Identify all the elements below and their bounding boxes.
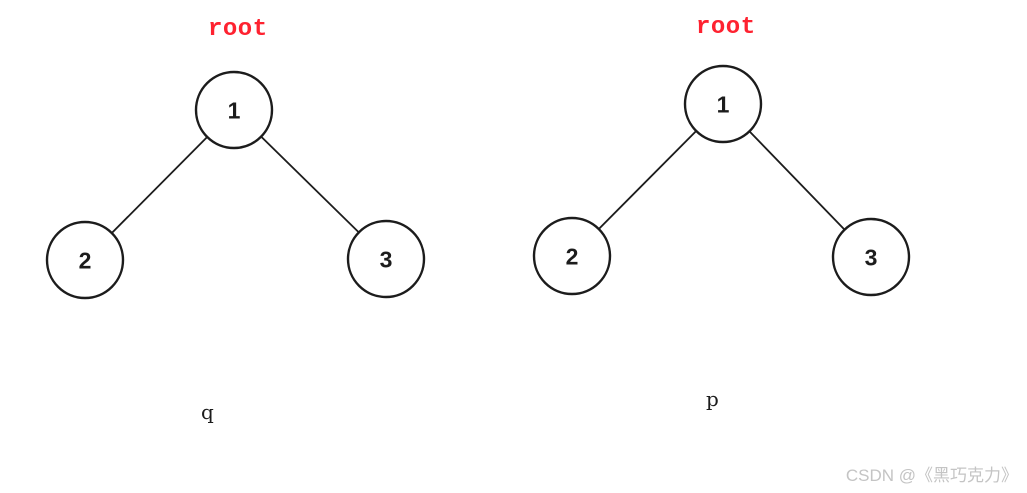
tree-name-label-q: q	[201, 400, 214, 424]
tree-node-circle	[831, 217, 911, 297]
watermark-text: CSDN @《黑巧克力》	[845, 466, 1018, 485]
tree-node-circle	[194, 70, 274, 150]
tree-name-label-p: p	[706, 387, 719, 411]
tree-p: 1 2 3	[532, 64, 911, 297]
tree-q: 1 2 3	[45, 70, 426, 300]
tree-node-value: 1	[228, 97, 241, 123]
root-pointer-label-p: root	[696, 14, 756, 41]
tree-node-circle	[45, 220, 125, 300]
tree-node-value: 2	[566, 243, 579, 269]
tree-node-circle	[683, 64, 763, 144]
tree-node-circle	[346, 219, 426, 299]
root-pointer-label-q: root	[208, 16, 268, 43]
tree-node-circle	[532, 216, 612, 296]
tree-node-value: 3	[380, 246, 393, 272]
tree-node-value: 3	[865, 244, 878, 270]
tree-node-value: 2	[79, 247, 92, 273]
tree-node-value: 1	[717, 91, 730, 117]
